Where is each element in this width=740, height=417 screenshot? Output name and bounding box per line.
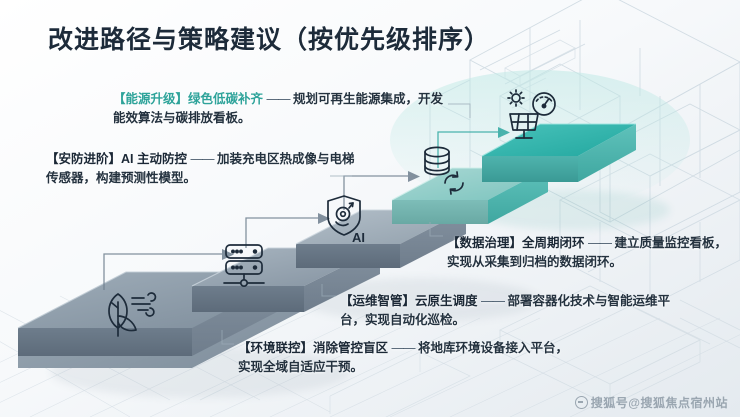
sohu-logo-icon [574,396,588,409]
annotation-data-tag: 【数据治理】 [447,236,523,250]
annotation-data-governance: 【数据治理】全周期闭环 —— 建立质量监控看板，实现从采集到归档的数据闭环。 [447,234,727,273]
database-sync-icon [418,143,470,195]
annotation-env-dash: —— [391,341,416,355]
annotation-energy-headline: 绿色低碳补齐 [188,92,264,106]
annotation-energy-body: 规划可再生能源集成，开发能效算法与碳排放看板。 [113,92,444,126]
annotation-ops-headline: 云原生调度 [415,294,478,308]
annotation-security-upgrade: 【安防进阶】AI 主动防控 —— 加装充电区热成像与电梯传感器，构建预测性模型。 [46,150,356,189]
annotation-data-headline: 全周期闭环 [522,236,585,250]
annotation-data-dash: —— [588,236,612,250]
annotation-ops-tag: 【运维智管】 [340,294,416,308]
annotation-env-tag: 【环境联控】 [238,341,314,355]
annotation-data-body: 建立质量监控看板，实现从采集到归档的数据闭环。 [447,236,728,270]
annotation-security-headline: AI 主动防控 [121,152,187,166]
annotation-energy-tag: 【能源升级】 [113,92,189,106]
stair-step-4 [391,167,548,224]
page-title: 改进路径与策略建议（按优先级排序） [48,26,491,54]
ai-shield-label: AI [352,230,365,245]
annotation-env-headline: 消除管控盲区 [313,341,389,355]
ai-shield-icon: AI [322,192,374,246]
stair-step-5 [481,123,636,182]
solar-gauge-icon [502,88,564,140]
annotation-energy-dash: —— [266,92,291,106]
annotation-env-body: 将地库环境设备接入平台，实现全域自适应干预。 [238,341,569,375]
server-rack-icon [219,240,269,292]
annotation-ops-body: 部署容器化技术与智能运维平台，实现自动化巡检。 [340,294,671,328]
watermark: 搜狐号@搜狐焦点宿州站 [574,394,728,411]
annotation-ops-management: 【运维智管】云原生调度 —— 部署容器化技术与智能运维平台，实现自动化巡检。 [340,292,670,331]
annotation-security-tag: 【安防进阶】 [46,152,122,166]
watermark-text: 搜狐号@搜狐焦点宿州站 [590,396,728,410]
stair-step-3 [295,209,466,268]
leaf-wind-icon [98,286,160,342]
annotation-security-dash: —— [190,152,214,166]
annotation-environment-control: 【环境联控】消除管控盲区 —— 将地库环境设备接入平台，实现全域自适应干预。 [238,339,568,378]
annotation-security-body: 加装充电区热成像与电梯传感器，构建预测性模型。 [46,152,355,186]
annotation-ops-dash: —— [481,294,505,308]
annotation-energy-upgrade: 【能源升级】绿色低碳补齐 —— 规划可再生能源集成，开发能效算法与碳排放看板。 [113,90,443,129]
